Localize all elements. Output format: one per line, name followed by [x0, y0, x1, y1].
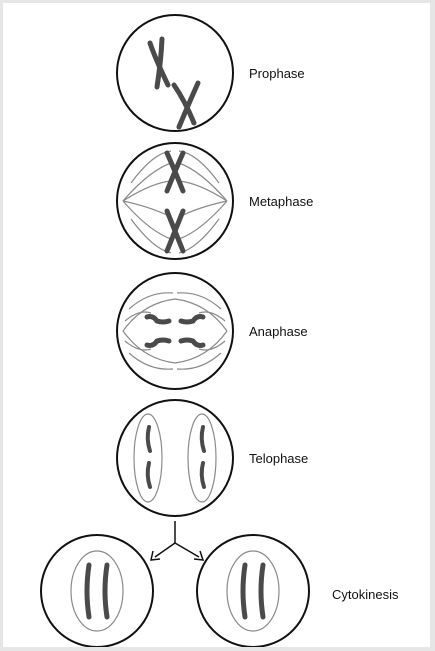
label-prophase: Prophase	[249, 66, 305, 81]
cytokinesis-daughter-cell-right	[197, 535, 309, 647]
label-metaphase: Metaphase	[249, 194, 313, 209]
chromosomes	[243, 565, 263, 617]
telophase-cell	[117, 400, 233, 516]
telophase-chromatin	[148, 427, 204, 487]
cell-membrane	[41, 535, 153, 647]
cell-membrane	[117, 15, 233, 131]
metaphase-chromosome-2	[167, 211, 183, 251]
prophase-chromosome-1	[150, 39, 168, 87]
chromosomes	[87, 565, 107, 617]
cell-membrane	[117, 273, 233, 389]
anaphase-cell	[117, 273, 233, 389]
spindle-fibers	[123, 293, 227, 369]
figure-frame: Prophase Metaphase Anaphase Telophase Cy…	[3, 3, 430, 647]
nucleus	[227, 551, 279, 631]
cell-membrane	[197, 535, 309, 647]
cell-membrane	[117, 143, 233, 259]
label-cytokinesis: Cytokinesis	[332, 587, 398, 602]
chromatid-upper-left	[147, 317, 169, 323]
metaphase-chromosome-1	[167, 153, 183, 191]
nucleus	[71, 551, 123, 631]
metaphase-cell	[117, 143, 233, 259]
cytokinesis-daughter-cell-left	[41, 535, 153, 647]
prophase-chromosome-2	[174, 83, 198, 127]
anaphase-chromatids	[147, 317, 203, 346]
label-telophase: Telophase	[249, 451, 308, 466]
mitosis-diagram	[3, 3, 430, 647]
chromatid-upper-right	[181, 317, 203, 323]
chromatid-lower-left	[147, 340, 169, 346]
label-anaphase: Anaphase	[249, 324, 308, 339]
prophase-cell	[117, 15, 233, 131]
division-arrows	[151, 521, 203, 560]
chromatid-lower-right	[181, 340, 203, 346]
